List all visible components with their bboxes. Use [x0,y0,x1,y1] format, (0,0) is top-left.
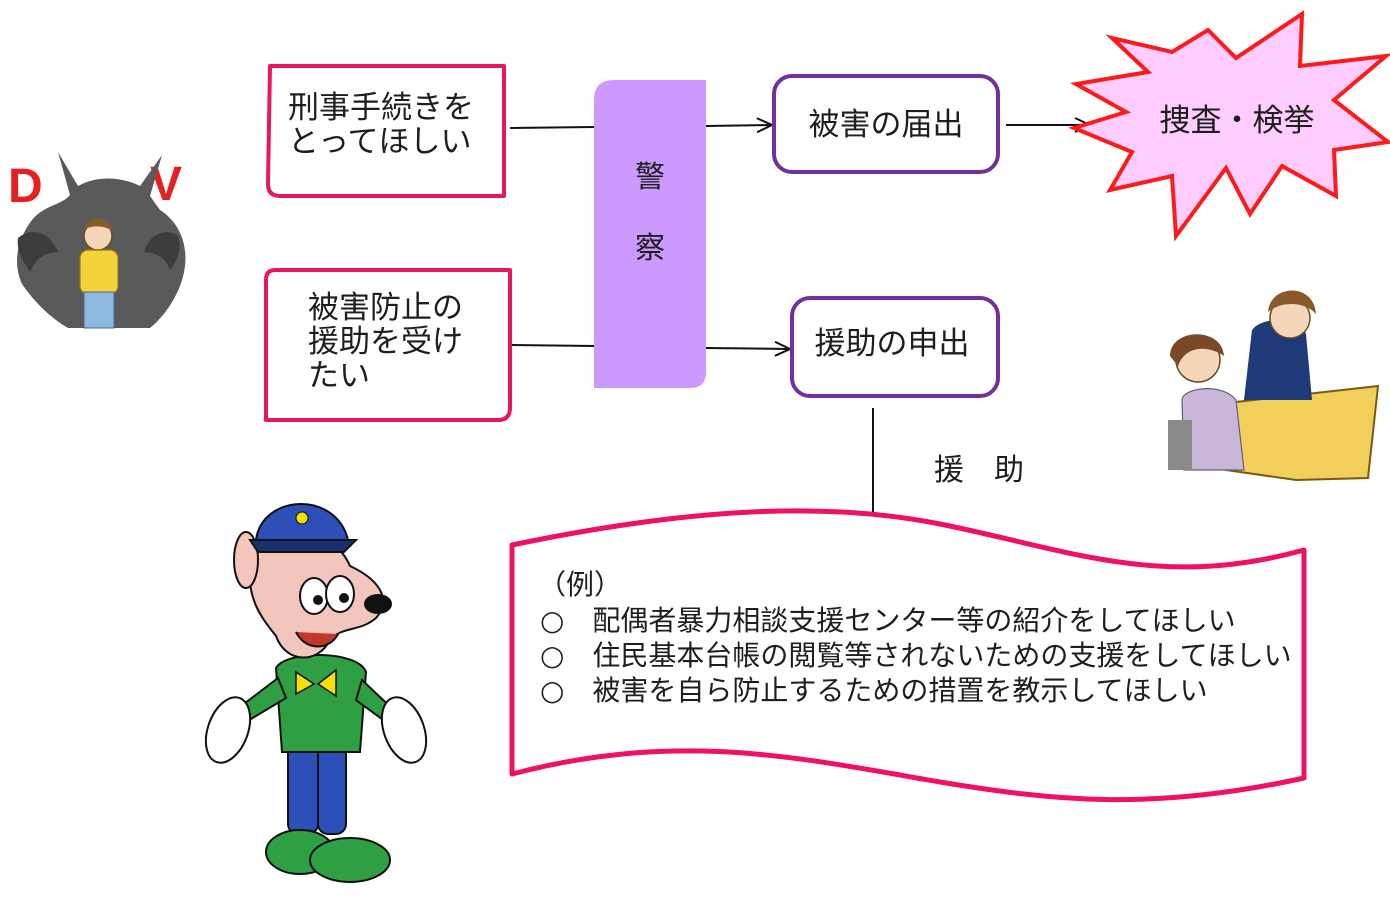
examples-item-2: ○ 住民基本台帳の閲覧等されないための支援をしてほしい [540,639,1292,672]
action-box-report-border [772,74,1000,174]
police-counter-illustration [1168,290,1380,482]
request-criminal-line2: とってほしい [288,124,472,160]
result-label: 捜査・検挙 [1160,103,1315,139]
visitor-hair [1170,334,1224,366]
action-box-apply-border [790,296,1000,398]
connector-criminal-to-police [509,126,595,129]
mascot-cap-badge-icon [295,511,309,525]
mascot-ear-left [233,531,259,589]
woman-sweater [79,249,119,295]
request-assistance-line2: 援助を受け [308,324,463,360]
dv-letter-d: D [8,160,43,213]
mascot-glove-right [380,696,428,764]
burst-shape [1068,10,1390,242]
request-box-assistance: 被害防止の 援助を受け たい [264,268,512,422]
mascot-bowtie-icon [295,668,337,698]
examples-scroll-border [509,508,1307,803]
mascot-mouth [295,631,339,648]
examples-item-3: ○ 被害を自ら防止するための措置を教示してほしい [540,674,1208,707]
request-criminal-line1: 刑事手続きを [288,90,474,126]
officer-uniform [1244,319,1312,400]
examples-scroll: （例） ○ 配偶者暴力相談支援センター等の紹介をしてほしい ○ 住民基本台帳の閲… [509,508,1307,803]
police-bar: 警 察 [594,80,706,388]
action-box-report: 被害の届出 [772,74,1000,174]
request-box-criminal: 刑事手続きを とってほしい [266,64,506,198]
woman-hair [84,219,113,232]
action-box-apply: 援助の申出 [790,296,1000,398]
mascot-nose [364,594,392,614]
police-bar-shape [594,80,706,388]
mascot-pupil-left [313,595,323,605]
request-assistance-line3: たい [308,358,370,394]
police-char-1: 警 [635,160,665,195]
police-mascot-illustration [204,503,428,883]
left-claw-icon [17,231,59,272]
examples-heading: （例） [538,568,622,601]
mascot-cap-brim [248,539,359,553]
woman-jeans [83,291,115,329]
officer-hair [1268,290,1316,314]
arrow-police-to-report [705,125,772,126]
mascot-eye-left [299,577,329,615]
police-char-2: 察 [635,231,665,266]
request-box-criminal-border [266,64,506,198]
dv-illustration: D V [8,152,186,329]
action-report-label: 被害の届出 [809,107,964,143]
mascot-eye-right [325,575,355,613]
mascot-shoe-right [309,837,391,883]
connector-assistance-to-police [511,344,595,347]
visitor-body [1181,388,1245,471]
assist-label: 援 助 [934,453,1024,488]
examples-item-1: ○ 配偶者暴力相談支援センター等の紹介をしてほしい [540,604,1236,637]
result-burst: 捜査・検挙 [1068,10,1390,242]
arrow-police-to-apply [705,348,790,349]
request-assistance-line1: 被害防止の [308,290,463,326]
chair-back [1168,420,1192,470]
request-box-assistance-border [264,268,512,422]
mascot-leg-right [317,741,347,835]
mascot-leg-left [287,741,319,835]
mascot-jacket [274,653,368,753]
right-claw-icon [144,232,180,270]
mascot-pupil-right [339,593,349,603]
mascot-glove-left [204,696,252,764]
action-apply-label: 援助の申出 [815,326,970,362]
